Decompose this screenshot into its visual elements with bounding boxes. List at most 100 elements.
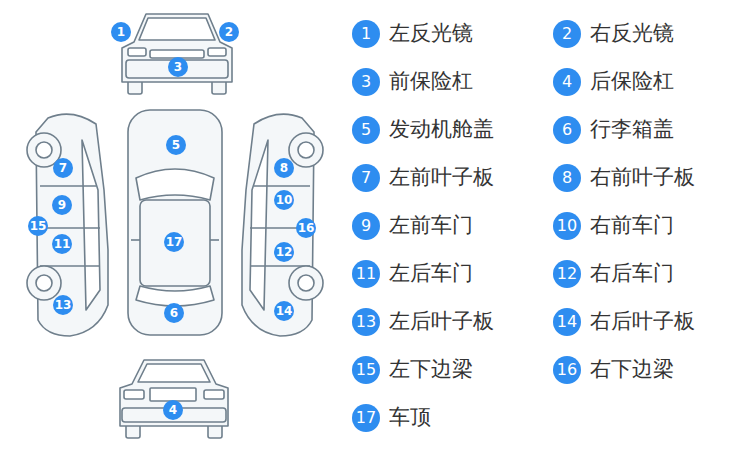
hub bbox=[298, 275, 314, 291]
callout-text: 15 bbox=[30, 220, 47, 232]
callout-text: 8 bbox=[280, 162, 288, 174]
part-name: 左后叶子板 bbox=[389, 309, 494, 334]
callout-number: 17 bbox=[164, 232, 184, 252]
door-line bbox=[131, 239, 140, 241]
callout-text: 17 bbox=[166, 236, 183, 248]
legend-item: 14右后叶子板 bbox=[553, 307, 695, 337]
list-number: 7 bbox=[352, 164, 380, 192]
wheel bbox=[289, 266, 323, 300]
callout-number: 5 bbox=[166, 135, 186, 155]
legend-item: 12 右后车门 bbox=[553, 259, 674, 289]
rear-window bbox=[138, 364, 210, 382]
list-number: 6 bbox=[553, 116, 581, 144]
list-number: 5 bbox=[352, 116, 380, 144]
legend-item: 13 左后叶子板 bbox=[352, 307, 494, 337]
callout-number: 1 bbox=[111, 22, 131, 42]
list-number: 9 bbox=[352, 212, 380, 240]
part-name: 右反光镜 bbox=[590, 21, 674, 46]
callout-text: 4 bbox=[169, 404, 177, 416]
hub bbox=[298, 142, 314, 158]
callout-text: 11 bbox=[54, 238, 71, 250]
callout-number: 13 bbox=[53, 295, 73, 315]
callout-number: 4 bbox=[163, 400, 183, 420]
part-name: 左前车门 bbox=[389, 213, 473, 238]
callout-number: 9 bbox=[52, 195, 72, 215]
callout-number: 8 bbox=[274, 158, 294, 178]
hub bbox=[36, 275, 52, 291]
list-number: 17 bbox=[352, 404, 380, 432]
callout-text: 9 bbox=[58, 199, 66, 211]
rear-body bbox=[120, 360, 228, 426]
part-name: 右后车门 bbox=[590, 261, 674, 286]
list-number: 16 bbox=[553, 356, 581, 384]
wheel bbox=[289, 133, 323, 167]
legend-item: 1 左反光镜 bbox=[352, 19, 473, 49]
list-number: 2 bbox=[553, 20, 581, 48]
list-number: 12 bbox=[553, 260, 581, 288]
legend-item: 7 左前叶子板 bbox=[352, 163, 494, 193]
part-name: 左前叶子板 bbox=[389, 165, 494, 190]
legend-item: 9 左前车门 bbox=[352, 211, 473, 241]
legend-item: 5 发动机舱盖 bbox=[352, 115, 494, 145]
part-name: 右前车门 bbox=[590, 213, 674, 238]
callout-number: 11 bbox=[52, 234, 72, 254]
legend-item: 4 后保险杠 bbox=[553, 67, 674, 97]
legend-item: 11左后车门 bbox=[352, 259, 473, 289]
callout-text: 16 bbox=[298, 222, 315, 234]
list-number: 10 bbox=[553, 212, 581, 240]
part-name: 车顶 bbox=[389, 405, 431, 430]
part-name: 左下边梁 bbox=[389, 357, 473, 382]
left-windows bbox=[82, 140, 100, 310]
list-number: 8 bbox=[553, 164, 581, 192]
part-name: 右前叶子板 bbox=[590, 165, 695, 190]
taillight bbox=[204, 390, 224, 399]
list-number: 13 bbox=[352, 308, 380, 336]
list-number: 4 bbox=[553, 68, 581, 96]
callout-text: 2 bbox=[225, 26, 233, 38]
front-body bbox=[122, 14, 232, 82]
taillight bbox=[124, 390, 144, 399]
headlight bbox=[208, 48, 226, 56]
hub bbox=[36, 142, 52, 158]
legend-item: 3 前保险杠 bbox=[352, 67, 473, 97]
callout-text: 3 bbox=[174, 61, 182, 73]
door-line bbox=[210, 239, 219, 241]
list-number: 1 bbox=[352, 20, 380, 48]
callout-text: 10 bbox=[276, 194, 293, 206]
callout-number: 6 bbox=[164, 303, 184, 323]
callout-number: 10 bbox=[274, 190, 294, 210]
part-name: 左反光镜 bbox=[389, 21, 473, 46]
right-windows bbox=[250, 140, 268, 310]
part-name: 发动机舱盖 bbox=[389, 117, 494, 142]
callout-text: 13 bbox=[55, 299, 72, 311]
headlight bbox=[128, 48, 146, 56]
callout-number: 15 bbox=[28, 216, 48, 236]
list-number: 3 bbox=[352, 68, 380, 96]
callout-number: 12 bbox=[274, 242, 294, 262]
part-name: 行李箱盖 bbox=[590, 117, 674, 142]
list-number: 15 bbox=[352, 356, 380, 384]
callout-text: 1 bbox=[117, 26, 125, 38]
callout-text: 6 bbox=[170, 307, 178, 319]
part-name: 右下边梁 bbox=[590, 357, 674, 382]
callout-number: 16 bbox=[296, 218, 316, 238]
callout-text: 14 bbox=[276, 305, 293, 317]
part-name: 前保险杠 bbox=[389, 69, 473, 94]
door-line bbox=[40, 185, 96, 187]
legend-item: 10 右前车门 bbox=[553, 211, 674, 241]
top-body bbox=[128, 110, 222, 335]
callout-number: 2 bbox=[219, 22, 239, 42]
callout-text: 7 bbox=[59, 162, 67, 174]
legend-item: 6 行李箱盖 bbox=[553, 115, 674, 145]
top-roof bbox=[140, 200, 210, 286]
callout-number: 14 bbox=[274, 301, 294, 321]
part-name: 后保险杠 bbox=[590, 69, 674, 94]
wheel bbox=[27, 266, 61, 300]
door-line bbox=[254, 185, 310, 187]
legend-item: 17 车顶 bbox=[352, 403, 431, 433]
right-body bbox=[242, 114, 314, 336]
callout-text: 5 bbox=[172, 139, 180, 151]
callout-number: 7 bbox=[53, 158, 73, 178]
list-number: 14 bbox=[553, 308, 581, 336]
